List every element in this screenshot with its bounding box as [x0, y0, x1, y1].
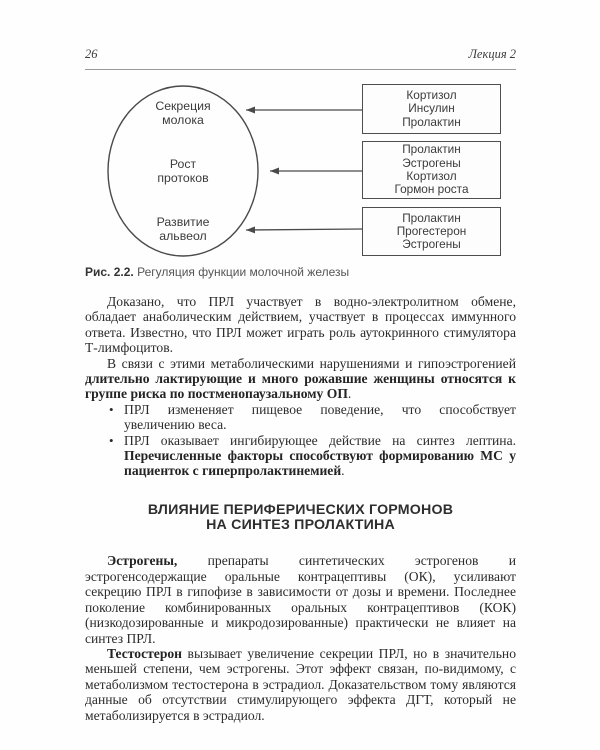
- bullet-item-eating-behavior: • ПРЛ измененяет пищевое поведение, что …: [107, 402, 516, 433]
- mammary-gland-ellipse: [107, 85, 259, 257]
- paragraph-segment-bold: длительно лактирующие и много рожавшие ж…: [85, 371, 516, 402]
- bullet-marker: •: [109, 432, 114, 448]
- bullet-item-leptin: • ПРЛ оказывает ингибирующее действие на…: [107, 433, 516, 479]
- bullet-text: .: [341, 463, 345, 479]
- ellipse-label-line: протоков: [157, 170, 209, 185]
- bullet-text: ПРЛ оказывает ингибирующее действие на с…: [124, 432, 516, 448]
- header-rule: [85, 69, 516, 70]
- hormone-name: Эстрогены: [402, 155, 461, 170]
- paragraph-segment: препараты синтетических эстрогенов и эст…: [85, 553, 516, 646]
- paragraph-segment: В связи с этими метаболическими нарушени…: [107, 355, 516, 371]
- hormone-box-3: Пролактин Прогестерон Эстрогены: [362, 207, 501, 256]
- ellipse-label-line: Рост: [169, 157, 197, 171]
- paragraph-testosterone: Тестостерон вызывает увеличение секреции…: [85, 646, 516, 723]
- hormone-name: Гормон роста: [394, 182, 469, 197]
- hormone-name: Пролактин: [402, 210, 461, 225]
- ellipse-label-line: Развитие: [156, 215, 210, 229]
- arrow-to-alveoli: [245, 226, 363, 234]
- hormone-name: Пролактин: [402, 142, 461, 157]
- diagram-graphics: [107, 85, 363, 257]
- ellipse-label-milk-secretion: Секреция молока: [108, 99, 258, 127]
- page-header: 26 Лекция 2: [85, 48, 516, 61]
- paragraph-estrogens: Эстрогены, препараты синтетических эстро…: [85, 553, 516, 645]
- hormone-name: Пролактин: [402, 114, 461, 129]
- ellipse-label-alveoli: Развитие альвеол: [108, 215, 258, 243]
- bullet-marker: •: [109, 401, 114, 417]
- paragraph-segment: .: [347, 386, 352, 402]
- hormone-name: Прогестерон: [396, 223, 467, 238]
- section-heading: ВЛИЯНИЕ ПЕРИФЕРИЧЕСКИХ ГОРМОНОВ НА СИНТЕ…: [85, 501, 516, 533]
- ellipse-label-line: молока: [162, 112, 204, 127]
- ellipse-label-line: Секреция: [155, 99, 211, 113]
- figure-caption-text: Регуляция функции молочной железы: [137, 265, 350, 279]
- figure-diagram: Секреция молока Рост протоков Развитие а…: [85, 81, 516, 259]
- bullet-text-bold: Перечисленные факторы способствуют форми…: [124, 448, 516, 479]
- hormone-box-2: Пролактин Эстрогены Кортизол Гормон рост…: [362, 141, 501, 199]
- page-number: 26: [85, 47, 98, 61]
- hormone-name: Кортизол: [406, 88, 457, 103]
- figure-caption: Рис. 2.2. Регуляция функции молочной жел…: [85, 265, 516, 279]
- bullet-text: ПРЛ измененяет пищевое поведение, что сп…: [124, 401, 516, 433]
- bullet-list: • ПРЛ измененяет пищевое поведение, что …: [107, 402, 516, 479]
- hormone-box-1: Кортизол Инсулин Пролактин: [362, 84, 501, 134]
- hormone-name: Инсулин: [408, 101, 455, 116]
- paragraph-segment: вызывает увеличение секреции ПРЛ, но в з…: [85, 645, 516, 723]
- hormone-name: Кортизол: [406, 169, 457, 183]
- section-heading-line: НА СИНТЕЗ ПРОЛАКТИНА: [206, 516, 395, 533]
- paragraph-lead-bold: Эстрогены,: [107, 553, 178, 569]
- paragraph-risk-group: В связи с этими метаболическими нарушени…: [85, 356, 516, 402]
- paragraph-prl-metabolism: Доказано, что ПРЛ участвует в водно-элек…: [85, 294, 516, 356]
- figure-caption-label: Рис. 2.2.: [85, 265, 134, 279]
- body-text: Доказано, что ПРЛ участвует в водно-элек…: [85, 294, 516, 723]
- ellipse-label-line: альвеол: [159, 228, 207, 243]
- ellipse-label-duct-growth: Рост протоков: [108, 157, 258, 185]
- running-title: Лекция 2: [468, 47, 516, 61]
- hormone-name: Эстрогены: [402, 237, 461, 252]
- section-heading-line: ВЛИЯНИЕ ПЕРИФЕРИЧЕСКИХ ГОРМОНОВ: [147, 501, 454, 518]
- paragraph-lead-bold: Тестостерон: [107, 645, 183, 661]
